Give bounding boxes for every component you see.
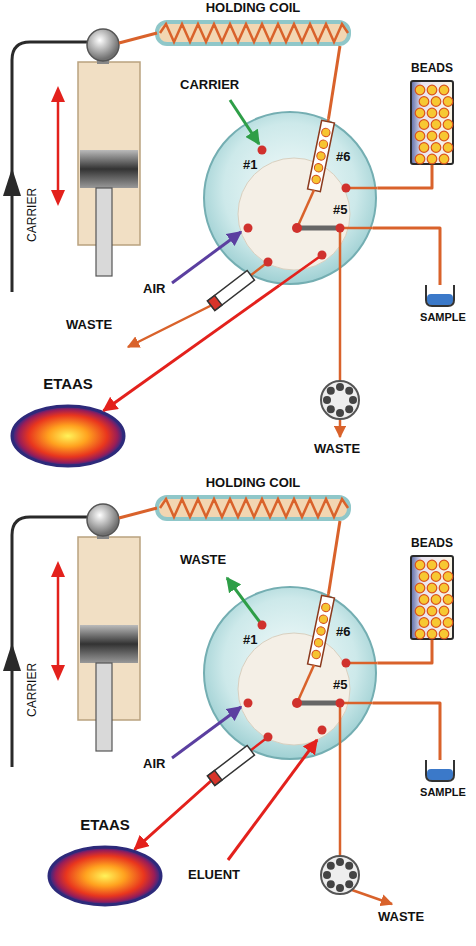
selection-valve: #1 #6 #5 [202, 585, 378, 761]
etaas-furnace-outline [10, 404, 126, 468]
flow-label: WASTE [314, 442, 360, 457]
holding-coil-outline [155, 20, 351, 46]
flow-tube [104, 285, 280, 410]
sample-cup-outline [425, 760, 455, 782]
port-number: #1 [243, 633, 257, 648]
bead-reservoir-outline [411, 556, 453, 639]
sample-cup: SAMPLE [415, 760, 471, 808]
part-label: HOLDING COIL [206, 476, 301, 491]
part-label: BEADS [411, 537, 453, 551]
flow-label: WASTE [180, 553, 226, 568]
etaas-furnace-outline [12, 406, 124, 466]
etaas-furnace: ETAAS [8, 372, 128, 472]
sample-cup-outline [425, 285, 455, 307]
sample-cup-outline [427, 769, 453, 780]
panel2-parts [3, 499, 453, 894]
flow-tube [373, 703, 440, 760]
port-number: #1 [243, 158, 257, 173]
etaas-furnace-outline [49, 847, 161, 905]
part-label: HOLDING COIL [206, 1, 301, 16]
selection-valve-outline [204, 587, 376, 759]
part-label: SAMPLE [420, 786, 466, 799]
port-number: #6 [336, 625, 350, 640]
sample-cup-outline [426, 285, 454, 306]
selection-valve-outline [238, 158, 350, 270]
selection-valve-outline [202, 585, 378, 761]
waste-outlet-tube [352, 890, 392, 904]
holding-coil: HOLDING COIL [152, 475, 354, 523]
flow-label: AIR [143, 757, 165, 772]
flow-label: AIR [143, 282, 165, 297]
part-label: ETAAS [43, 375, 93, 392]
bead-reservoir-outline [411, 81, 453, 164]
flow-label: ELUENT [188, 868, 240, 883]
part-label: ETAAS [80, 816, 130, 833]
selection-valve-outline [238, 633, 350, 745]
selection-valve: #1 #6 #5 [202, 110, 378, 286]
flow-label: CARRIER [180, 78, 239, 93]
etaas-furnace: ETAAS [45, 815, 165, 915]
flow-tube [377, 165, 432, 188]
waste-outlet-tube [128, 262, 268, 347]
etaas-furnace-outline [47, 845, 163, 907]
port-number: #5 [333, 678, 347, 693]
holding-coil-outline [157, 22, 349, 44]
waste-outlet-tube [339, 420, 342, 437]
flow-label: WASTE [66, 318, 112, 333]
bead-reservoir: BEADS [402, 535, 462, 645]
holding-coil-outline [155, 495, 351, 521]
flow-tube [328, 46, 339, 119]
selection-valve-outline [204, 112, 376, 284]
port-number: #5 [333, 203, 347, 218]
flow-label: CARRIER [26, 188, 40, 242]
bead-reservoir: BEADS [402, 60, 462, 170]
part-label: BEADS [411, 62, 453, 76]
flow-label: CARRIER [26, 663, 40, 717]
panel1-parts [3, 24, 453, 419]
flow-label: WASTE [378, 910, 424, 925]
bead-reservoir-outline [410, 80, 454, 165]
sample-cup-outline [426, 760, 454, 781]
flow-tube [373, 228, 440, 285]
selection-valve-outline [202, 110, 378, 286]
flow-tube [328, 521, 339, 594]
holding-coil-outline [157, 497, 349, 519]
bead-reservoir-outline [410, 555, 454, 640]
port-number: #6 [336, 150, 350, 165]
flow-tube [135, 751, 250, 849]
part-label: SAMPLE [420, 311, 466, 324]
holding-coil: HOLDING COIL [152, 0, 354, 48]
sample-cup-outline [427, 294, 453, 305]
sample-cup: SAMPLE [415, 285, 471, 333]
flow-tube [377, 640, 432, 663]
